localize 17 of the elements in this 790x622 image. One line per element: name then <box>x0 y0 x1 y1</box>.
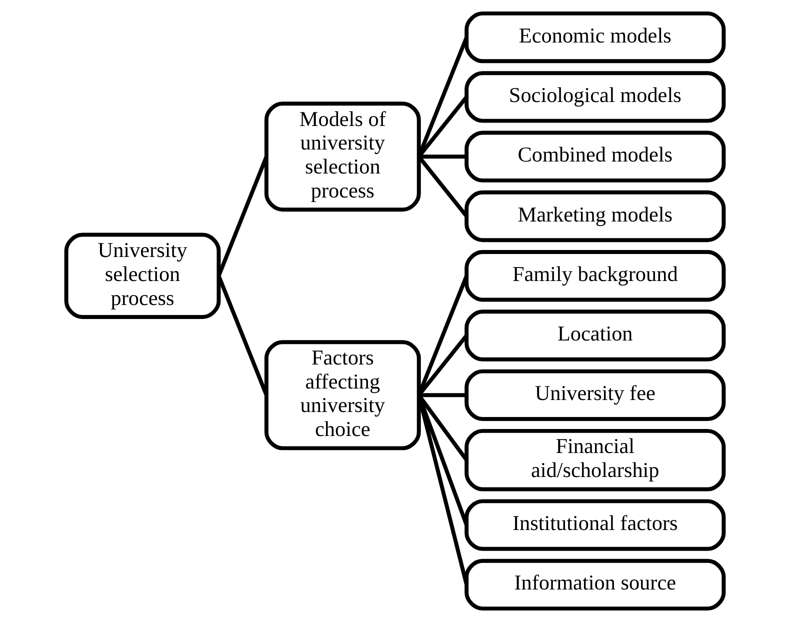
node-box: Economic models <box>464 11 726 64</box>
node-box: Family background <box>464 250 726 302</box>
node-box: Financial aid/scholarship <box>464 428 726 492</box>
node-box: Combined models <box>464 130 726 182</box>
node-box: Institutional factors <box>464 499 726 551</box>
connector <box>216 275 268 396</box>
connector <box>216 156 268 277</box>
node-box: Sociological models <box>464 71 726 123</box>
node-box: Marketing models <box>464 190 726 242</box>
node-box: Location <box>464 310 726 362</box>
connector <box>418 154 467 159</box>
node-box: University selection process <box>64 232 221 319</box>
node-box: Models of university selection process <box>264 102 421 212</box>
connector <box>418 393 467 398</box>
node-box: Factors affecting university choice <box>264 340 421 450</box>
node-box: Information source <box>464 558 726 611</box>
node-box: University fee <box>464 369 726 421</box>
